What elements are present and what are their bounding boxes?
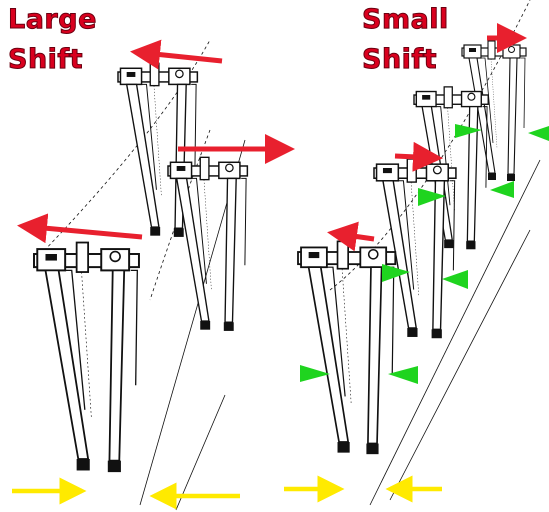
- green-triangle-icon: [528, 126, 549, 141]
- green-triangle-icon: [490, 181, 514, 198]
- walker-frame: [298, 241, 395, 454]
- walker-drawings: [34, 41, 526, 472]
- red-arrow-icon: [135, 52, 222, 61]
- green-triangle-icon: [442, 270, 468, 289]
- red-arrow-icon: [332, 233, 374, 239]
- walker-frame: [168, 157, 247, 331]
- red-arrow-icon: [22, 226, 142, 237]
- green-triangle-icon: [455, 124, 482, 138]
- walker-frame: [34, 243, 139, 473]
- red-arrow-icon: [395, 156, 438, 158]
